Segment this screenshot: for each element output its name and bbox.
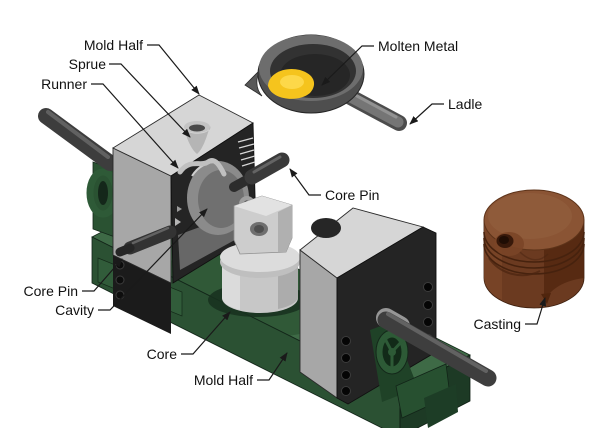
core-head-top <box>234 196 292 216</box>
leader-core <box>181 311 231 355</box>
right-handwheel <box>375 329 409 375</box>
leader-cavity <box>98 208 208 311</box>
label-core-pin-right: Core Pin <box>325 187 379 203</box>
left-rod <box>38 108 118 171</box>
right-mold-half <box>299 207 497 428</box>
core-pin-left-part <box>115 225 177 257</box>
ejector-mark <box>177 206 182 212</box>
core-pin-left-highlight <box>131 226 170 245</box>
leader-core-pin-right <box>289 168 321 196</box>
core-pin-right-part <box>229 152 290 192</box>
casting-top-highlight <box>488 193 572 239</box>
leader-casting <box>525 297 546 325</box>
machine-assembly <box>38 94 497 428</box>
label-core-pin-left: Core Pin <box>24 283 78 299</box>
leader-molten-metal <box>321 45 374 86</box>
leader-core-pin-left <box>82 258 123 292</box>
molten-metal-highlight <box>280 75 304 89</box>
leader-sprue <box>109 63 191 138</box>
core-pin-left-body <box>123 225 177 255</box>
core-pin-right-highlight <box>252 155 282 174</box>
core-part <box>208 195 308 317</box>
left-rod-highlight <box>46 110 110 159</box>
pin-hole-inner <box>499 236 509 244</box>
label-core: Core <box>147 346 178 362</box>
sprue-opening <box>189 124 205 132</box>
label-molten-metal: Molten Metal <box>378 38 458 54</box>
leader-mold-half-bottom <box>257 352 288 381</box>
left-handwheel <box>86 161 120 238</box>
left-wheel-hub <box>98 181 108 205</box>
wheel-hub <box>388 348 396 356</box>
right-clamp-rod <box>376 308 497 387</box>
left-clamp-plate <box>113 255 171 334</box>
label-mold-half-bottom: Mold Half <box>194 372 253 388</box>
label-sprue: Sprue <box>69 56 107 72</box>
leader-runner <box>91 83 179 169</box>
skirt-curve <box>488 257 541 277</box>
bolt-stud <box>115 290 125 300</box>
label-cavity: Cavity <box>55 302 94 318</box>
ring-groove <box>483 237 585 269</box>
left-clamp-rod <box>38 108 118 171</box>
leader-mold-half-top <box>147 44 200 95</box>
mold-notch <box>311 218 341 238</box>
bolt-stud <box>115 275 125 285</box>
ladle-part <box>244 34 407 131</box>
core-head-shade <box>278 205 292 252</box>
core-pin-left-tip <box>115 243 135 257</box>
runner-channel <box>177 158 227 177</box>
ring-groove <box>483 231 585 263</box>
vent-lines <box>237 137 256 167</box>
label-runner: Runner <box>41 76 87 92</box>
label-casting: Casting <box>474 316 521 332</box>
label-mold-half-top: Mold Half <box>84 37 143 53</box>
green-foot-lower <box>424 384 458 428</box>
casting-part <box>483 189 585 309</box>
casting-nub <box>541 293 551 304</box>
leader-ladle <box>409 103 444 125</box>
right-rod-highlight <box>386 312 488 373</box>
right-rod <box>377 311 497 387</box>
annotations: Mold Half Sprue Runner Molten Metal Ladl… <box>24 37 546 388</box>
label-ladle: Ladle <box>448 96 482 112</box>
core-pin-right-body <box>244 152 290 185</box>
boss-curve <box>519 251 549 261</box>
core-hole-inner <box>254 225 264 233</box>
ejector-mark <box>175 218 181 226</box>
